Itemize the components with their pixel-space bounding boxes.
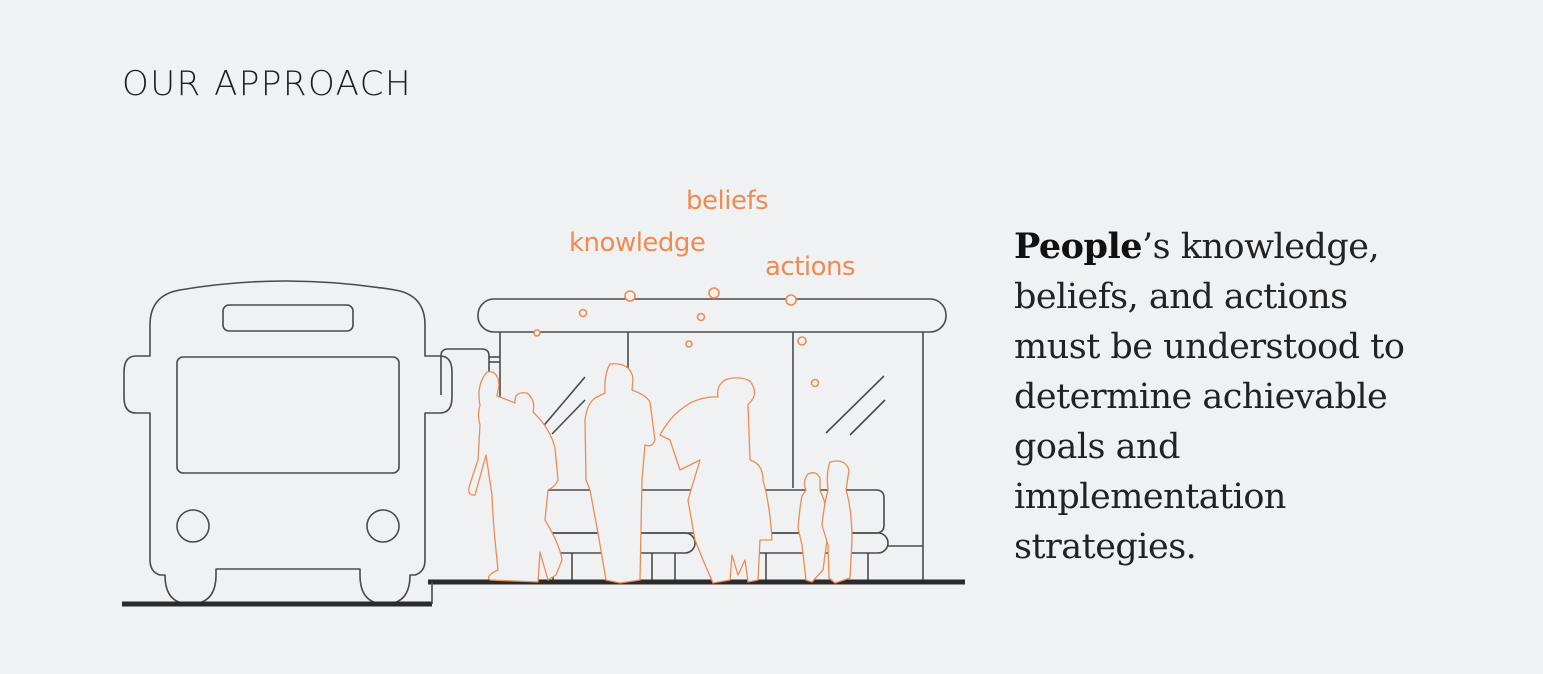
person-3-icon [659, 377, 773, 584]
person-2-icon [584, 363, 656, 584]
page-title: OUR APPROACH [122, 64, 413, 104]
approach-description: People’s knowledge, beliefs, and actions… [1014, 222, 1434, 572]
person-5-icon [821, 460, 853, 584]
label-actions: actions [765, 252, 856, 282]
ground-line [122, 579, 965, 607]
thought-bubbles [533, 287, 820, 388]
bus-icon [123, 280, 500, 605]
person-4-icon [797, 472, 828, 583]
label-beliefs: beliefs [686, 186, 769, 216]
description-text: ’s knowledge, beliefs, and actions must … [1014, 227, 1405, 567]
label-knowledge: knowledge [569, 228, 706, 258]
description-emphasis: People [1014, 226, 1143, 267]
people-silhouettes [468, 363, 853, 584]
person-1-icon [468, 371, 563, 583]
bus-stop-illustration [122, 280, 965, 607]
